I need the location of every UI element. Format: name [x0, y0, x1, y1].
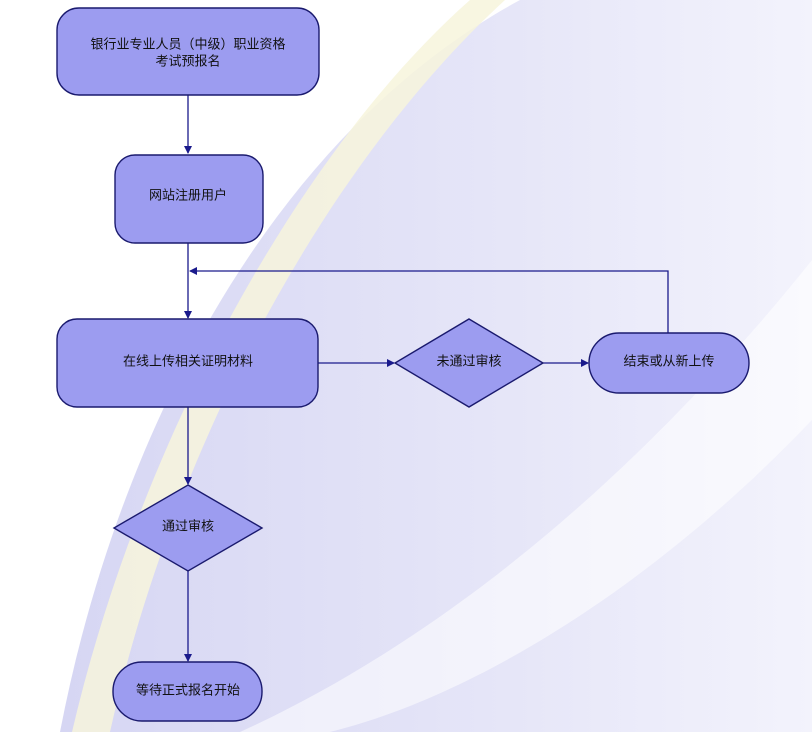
- node-start: 银行业专业人员（中级）职业资格 考试预报名: [56, 7, 320, 96]
- node-start-label-line2: 考试预报名: [155, 54, 220, 70]
- node-upload: 在线上传相关证明材料: [56, 318, 319, 408]
- node-pass-review: 通过审核: [112, 484, 264, 572]
- node-start-label-line1: 银行业专业人员（中级）职业资格: [90, 37, 285, 53]
- background-swoosh-glow: [240, 260, 812, 732]
- background-swoosh-highlight: [72, 0, 505, 732]
- node-fail-review-label: 未通过审核: [436, 355, 501, 370]
- node-pass-review-label: 通过审核: [162, 520, 214, 535]
- edge-end-loop-back-to-upload: [189, 267, 669, 333]
- node-end-or-reupload: 结束或从新上传: [588, 332, 750, 394]
- node-register-label: 网站注册用户: [149, 188, 227, 204]
- node-end-or-reupload-label: 结束或从新上传: [623, 354, 714, 370]
- node-wait-label: 等待正式报名开始: [136, 683, 240, 699]
- node-upload-label: 在线上传相关证明材料: [123, 355, 253, 370]
- node-wait: 等待正式报名开始: [112, 661, 263, 722]
- node-fail-review: 未通过审核: [393, 318, 545, 408]
- node-register: 网站注册用户: [114, 154, 264, 244]
